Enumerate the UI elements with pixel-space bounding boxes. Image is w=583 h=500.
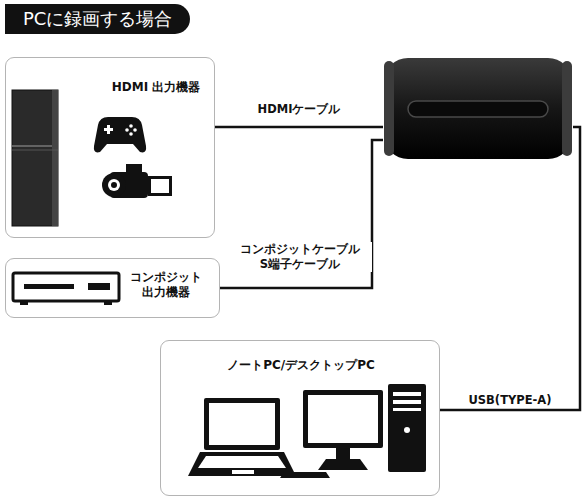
camcorder-screen-face: [151, 179, 169, 193]
dpad: [107, 125, 110, 134]
player-display: [88, 283, 110, 290]
monitor-stand: [336, 448, 350, 460]
monitor-screen: [308, 395, 378, 443]
monitor-frame: [303, 390, 383, 448]
capture-end: [562, 61, 572, 156]
monitor-foot: [318, 459, 368, 470]
capture-unit-shape: [383, 57, 573, 160]
console-side: [52, 90, 58, 226]
camcorder-lens-core: [111, 182, 117, 188]
camcorder-lens-glass: [108, 179, 120, 191]
node-label: コンポジット 出力機器: [118, 270, 214, 300]
cable-line: [440, 127, 580, 410]
console-body: [12, 90, 58, 226]
laptop-keyboard: [198, 456, 286, 468]
gamepad-body: [94, 117, 146, 152]
cable-line: [215, 126, 383, 129]
cable-label: USB(TYPE-A): [466, 393, 553, 408]
cable-label: コンポジットケーブル S端子ケーブル: [228, 242, 372, 272]
console-groove: [12, 145, 58, 147]
title-bar: PCに録画する場合: [5, 4, 190, 34]
laptop-base: [188, 452, 296, 476]
tower-body: [388, 384, 426, 472]
game-console: [12, 90, 58, 226]
tower-bay: [393, 408, 421, 411]
button: [125, 128, 129, 132]
laptop-screen: [209, 403, 275, 445]
player-body: [13, 273, 119, 301]
tower-bay: [393, 392, 421, 396]
capture-end: [384, 61, 394, 156]
player-foot: [104, 301, 112, 305]
cable-label: HDMIケーブル: [256, 102, 343, 117]
video-player-icon: [13, 273, 119, 305]
keyboard: [280, 472, 330, 478]
camcorder-lens: [102, 173, 126, 197]
capture-unit: [383, 57, 573, 160]
cable-line: [220, 140, 383, 288]
button: [129, 132, 133, 136]
pc-box: ノートPC/デスクトップPC: [160, 340, 440, 496]
capture-groove: [408, 101, 548, 117]
button: [129, 124, 133, 128]
camcorder-icon: [102, 164, 172, 198]
device-box: HDMI 出力機器: [5, 57, 215, 238]
laptop-touchpad: [232, 470, 254, 474]
gamepad-icon: [94, 117, 146, 152]
camcorder-handle: [126, 164, 142, 172]
node-label: HDMI 出力機器: [111, 80, 201, 95]
laptop-lid: [204, 398, 280, 450]
laptop-icon: [188, 398, 296, 476]
tower-bay: [393, 400, 421, 404]
player-slot: [24, 284, 74, 289]
button: [133, 128, 137, 132]
capture-body: [384, 58, 572, 159]
console-outline: [12, 90, 58, 226]
player-foot: [20, 301, 28, 305]
node-label: ノートPC/デスクトップPC: [181, 358, 421, 373]
tower-button: [404, 427, 410, 433]
camcorder-screen: [148, 176, 172, 196]
tower-pc-icon: [388, 384, 426, 472]
monitor-icon: [280, 390, 383, 478]
device-box: コンポジット 出力機器: [5, 258, 220, 318]
console-groove: [12, 150, 58, 151]
